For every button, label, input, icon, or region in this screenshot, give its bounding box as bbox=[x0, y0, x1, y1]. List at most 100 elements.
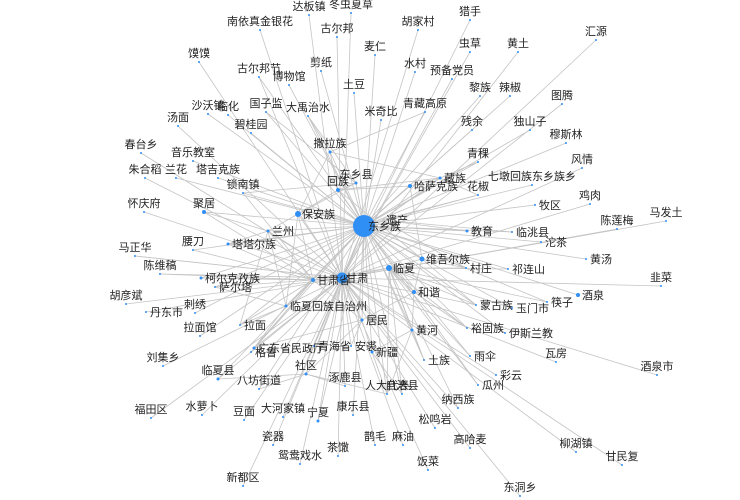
node-730e-624b[interactable] bbox=[469, 19, 471, 21]
node-51ac-866b-590f-8349[interactable] bbox=[350, 12, 352, 14]
node-9a6c-53d1-571f[interactable] bbox=[665, 220, 667, 222]
node-8c46-9762[interactable] bbox=[243, 419, 245, 421]
node-53e4-5c14-90a6-8282[interactable] bbox=[258, 76, 260, 78]
node-9152-6cc9-5e02[interactable] bbox=[656, 374, 658, 376]
node-9ea6-4ec1[interactable] bbox=[374, 54, 376, 56]
node-548c-8c10[interactable] bbox=[412, 290, 416, 294]
node-53e4-5c14-90a6[interactable] bbox=[336, 36, 338, 38]
node-9501-5357-9547[interactable] bbox=[242, 192, 244, 194]
node-4e34-590f[interactable] bbox=[386, 265, 392, 271]
node-54c8-8428-514b-65cf[interactable] bbox=[408, 184, 412, 188]
node-67f3-6e56-9547[interactable] bbox=[575, 451, 577, 453]
node-62c9-9762-9986[interactable] bbox=[199, 335, 201, 337]
node-85cf-65cf[interactable] bbox=[438, 176, 442, 180]
node-9ec4-6c64[interactable] bbox=[585, 258, 587, 260]
node-9752-7a1e[interactable] bbox=[477, 161, 479, 163]
node-6000-5e86-5e9c[interactable] bbox=[143, 211, 145, 213]
node-97ed-83dc[interactable] bbox=[660, 285, 662, 287]
node-98ce-60c5[interactable] bbox=[581, 167, 583, 169]
node-523a-7ee3[interactable] bbox=[194, 312, 196, 314]
node-5170-5dde[interactable] bbox=[266, 229, 270, 233]
node-5218-96c6-4e61[interactable] bbox=[162, 365, 164, 367]
node-9ebb-6cb9[interactable] bbox=[402, 444, 404, 446]
node-571f-65cf[interactable] bbox=[423, 359, 425, 361]
node-8170-5200[interactable] bbox=[192, 249, 194, 251]
node-798f-7530-533a[interactable] bbox=[150, 417, 152, 419]
node-5927-79b9-6cbb-6c34[interactable] bbox=[307, 115, 309, 117]
node-7518-8083-7701[interactable] bbox=[311, 278, 315, 282]
node-9ec4-571f[interactable] bbox=[517, 51, 519, 53]
node-81ea-6cbb-53bf[interactable] bbox=[401, 393, 403, 395]
node-683c-9c81[interactable] bbox=[250, 351, 252, 353]
node-866b-8349[interactable] bbox=[469, 51, 471, 53]
node-535a-7269-9986[interactable] bbox=[288, 84, 290, 86]
node-7518-8083[interactable] bbox=[336, 272, 348, 284]
node-5854-5854-5c14-65cf[interactable] bbox=[226, 242, 230, 246]
node-4f0a-65af-5170-6559[interactable] bbox=[504, 332, 506, 334]
node-96e8-4f1e[interactable] bbox=[469, 355, 471, 357]
node-571f-8c46[interactable] bbox=[353, 92, 355, 94]
node-4e39-4e1c-5e02[interactable] bbox=[145, 311, 147, 313]
node-4e34-590f-56de-65cf-81ea-6cbb-5dde[interactable] bbox=[284, 304, 288, 308]
node-78a7-6842-56ed[interactable] bbox=[250, 132, 252, 134]
node-72ec-5c71-5b50[interactable] bbox=[529, 129, 531, 131]
node-56fe-817e[interactable] bbox=[561, 103, 563, 105]
node-4e1c-4e61-53bf[interactable] bbox=[354, 181, 358, 185]
node-9e21-8089[interactable] bbox=[589, 203, 591, 205]
node-8499-53e4-65cf[interactable] bbox=[475, 304, 477, 306]
node-5927-6cb3-5bb6-9547[interactable] bbox=[282, 416, 284, 418]
node-74e6-623f[interactable] bbox=[555, 361, 557, 363]
node-6cb1-8336[interactable] bbox=[540, 241, 542, 243]
node-5eb7-4e50-53bf[interactable] bbox=[352, 414, 354, 416]
node-998d-998d[interactable] bbox=[198, 61, 200, 63]
node-9152-6cc9[interactable] bbox=[576, 293, 580, 297]
node-4e34-5316[interactable] bbox=[227, 114, 229, 116]
node-5170-82b1[interactable] bbox=[175, 177, 177, 179]
node-5f69-4e91[interactable] bbox=[495, 374, 497, 376]
node-74f7-5668[interactable] bbox=[272, 444, 274, 446]
node-9ec4-6cb3[interactable] bbox=[410, 328, 414, 332]
node-6b8b-4f59[interactable] bbox=[471, 129, 473, 131]
node-4e34-6d2e-53bf[interactable] bbox=[511, 231, 513, 233]
node-7941-8fde-5c71[interactable] bbox=[507, 268, 509, 270]
node-5b81-590f[interactable] bbox=[316, 419, 320, 423]
node-80e1-5bb6-6751[interactable] bbox=[417, 29, 419, 31]
node-80e1-5f66-658c[interactable] bbox=[125, 303, 127, 305]
node-4fdd-5b89-65cf[interactable] bbox=[295, 211, 301, 217]
node-7ef4-543e-5c14-65cf[interactable] bbox=[419, 256, 425, 262]
node-56fd-5b50-76d1[interactable] bbox=[265, 111, 267, 113]
node-8428-5c14-5854[interactable] bbox=[214, 286, 216, 288]
node-82b1-6912[interactable] bbox=[477, 194, 479, 196]
node-7b77-5b50[interactable] bbox=[546, 301, 548, 303]
node-6c34-6751[interactable] bbox=[414, 71, 416, 73]
node-65b0-90fd-533a[interactable] bbox=[242, 485, 244, 487]
node-5c45-6c11[interactable] bbox=[360, 318, 364, 322]
node-7a46-65af-6797[interactable] bbox=[565, 142, 567, 144]
node-9752-6d77-7701[interactable] bbox=[313, 345, 315, 347]
node-8336-9993[interactable] bbox=[337, 455, 339, 457]
node-8fa3-6912[interactable] bbox=[509, 95, 511, 97]
node-7389-95e8-5e02[interactable] bbox=[511, 307, 513, 309]
node-9884-5907-515a-5458[interactable] bbox=[451, 78, 453, 80]
node-62c9-9762[interactable] bbox=[239, 324, 241, 326]
node-9a6c-6b63-534e[interactable] bbox=[134, 255, 136, 257]
node-4e1c-6d1e-4e61[interactable] bbox=[519, 495, 521, 497]
node-9e4a-6bdb[interactable] bbox=[374, 444, 376, 446]
node-6dbf-9e7f-53bf[interactable] bbox=[344, 385, 346, 387]
node-7c73-5947-6bd4[interactable] bbox=[380, 119, 382, 121]
node-805a-5c45[interactable] bbox=[202, 210, 206, 214]
node-5b89-88d8[interactable] bbox=[350, 345, 352, 347]
node-5e7f-4e1c-7701-6c11-653f-5385[interactable] bbox=[252, 346, 256, 350]
node-6c34-841d-535c[interactable] bbox=[201, 414, 203, 416]
node-7eb3-897f-65cf[interactable] bbox=[457, 407, 459, 409]
node-65b0-7586[interactable] bbox=[370, 350, 374, 354]
node-7267-533a[interactable] bbox=[534, 204, 536, 206]
node-7518-6c11-590d[interactable] bbox=[621, 464, 623, 466]
node-88d5-56fa-65cf[interactable] bbox=[466, 327, 468, 329]
node-56de-65cf[interactable] bbox=[336, 188, 340, 192]
node-6731-5408-7a3b[interactable] bbox=[144, 177, 146, 179]
node-6751-5e84[interactable] bbox=[465, 267, 467, 269]
node-6c99-6c83-9547[interactable] bbox=[207, 113, 209, 115]
node-677e-9e23-5ca9[interactable] bbox=[434, 427, 436, 429]
node-5854-5409-514b-65cf[interactable] bbox=[217, 177, 219, 179]
